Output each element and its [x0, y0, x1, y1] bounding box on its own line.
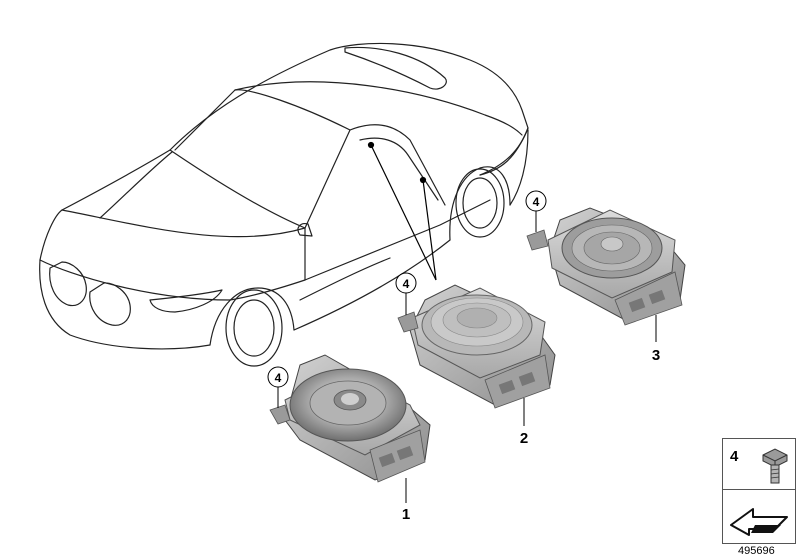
- image-number: 495696: [738, 545, 775, 557]
- parts-legend: 4: [722, 438, 796, 544]
- part-callout-1: 1: [402, 478, 410, 523]
- screw-callout-b: 4: [395, 272, 417, 315]
- car-outline: [39, 42, 529, 367]
- screw-callout-c: 4: [525, 190, 547, 232]
- bolt-icon: [762, 448, 788, 484]
- screw-callout-a-label: 4: [275, 371, 282, 385]
- part-callout-3-label: 3: [652, 347, 660, 364]
- speaker-3: [526, 207, 686, 326]
- screw-callout-c-label: 4: [533, 195, 540, 209]
- part-callout-3: 3: [652, 315, 660, 364]
- speaker-1: [269, 354, 431, 483]
- legend-divider: [723, 489, 795, 490]
- part-callout-2-label: 2: [520, 430, 528, 447]
- screw-callout-b-label: 4: [403, 277, 410, 291]
- speaker-2: [397, 284, 556, 409]
- view-arrow-icon: [730, 508, 788, 536]
- leader-lines-car: [367, 141, 437, 281]
- part-callout-2: 2: [520, 398, 528, 447]
- legend-part-number: 4: [730, 448, 739, 465]
- part-callout-1-label: 1: [402, 506, 410, 523]
- screw-callout-a: 4: [267, 366, 289, 408]
